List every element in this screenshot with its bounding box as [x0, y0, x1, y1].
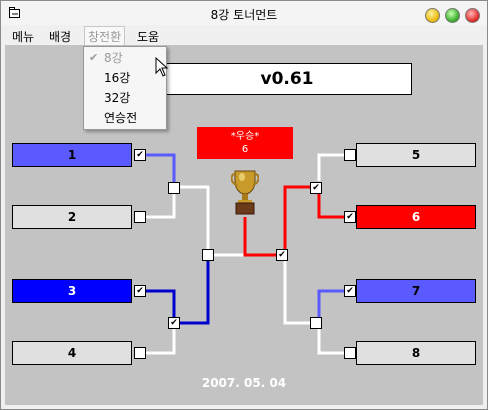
line-p3	[146, 289, 176, 322]
player-slot-6[interactable]: 6	[356, 205, 476, 229]
maximize-button[interactable]	[445, 8, 460, 23]
line-p4	[146, 328, 176, 355]
menu-background[interactable]: 배경	[49, 30, 72, 44]
line-semi-left-bottom	[180, 260, 210, 325]
dropdown-item-streak[interactable]: 연승전	[104, 111, 138, 125]
player-slot-1[interactable]: 1	[12, 143, 132, 167]
tournament-board: v0.61 *우승* 6	[5, 45, 483, 405]
minimize-button[interactable]	[425, 8, 440, 23]
line-semi-right-bottom	[283, 260, 310, 325]
checkbox-final-left[interactable]	[202, 249, 214, 261]
line-p6	[317, 193, 350, 219]
menu-bar: 메뉴 배경 창전환 도움	[1, 25, 487, 47]
line-p5	[317, 153, 350, 181]
player-slot-3[interactable]: 3	[12, 279, 132, 303]
checkbox-semi-top-left[interactable]	[168, 182, 180, 194]
mouse-cursor-icon	[155, 57, 169, 77]
checkbox-p8[interactable]	[344, 347, 356, 359]
player-slot-2[interactable]: 2	[12, 205, 132, 229]
version-label: v0.61	[162, 63, 412, 95]
winner-value: 6	[241, 144, 249, 155]
bracket-lines	[146, 153, 350, 355]
winner-box: *우승* 6	[197, 127, 293, 159]
line-p8	[317, 329, 350, 355]
menu-main[interactable]: 메뉴	[12, 30, 35, 44]
checkbox-semi-bottom-right[interactable]	[310, 317, 322, 329]
line-p7	[317, 289, 350, 317]
app-icon	[9, 7, 20, 18]
checkbox-semi-bottom-left[interactable]: ✔	[168, 317, 180, 329]
dropdown-item-32[interactable]: 32강	[104, 91, 131, 105]
checkbox-p2[interactable]	[134, 211, 146, 223]
player-slot-4[interactable]: 4	[12, 341, 132, 365]
line-semi-right-top	[283, 185, 310, 250]
player-slot-8[interactable]: 8	[356, 341, 476, 365]
checkbox-p1[interactable]: ✔	[134, 149, 146, 161]
line-p1	[146, 153, 176, 187]
line-p2	[146, 193, 176, 219]
checkbox-p6[interactable]: ✔	[344, 211, 356, 223]
menu-switch-window[interactable]: 창전환	[84, 26, 126, 47]
date-label: 2007. 05. 04	[201, 376, 287, 390]
checkbox-final-right[interactable]: ✔	[276, 249, 288, 261]
trophy-icon	[231, 170, 259, 215]
menu-help[interactable]: 도움	[137, 30, 160, 44]
title-bar[interactable]: 8강 토너먼트	[1, 1, 487, 25]
checkbox-p5[interactable]	[344, 149, 356, 161]
switch-window-dropdown: ✔ 8강 16강 32강 연승전	[83, 46, 167, 130]
checkbox-p7[interactable]: ✔	[344, 285, 356, 297]
window-title: 8강 토너먼트	[210, 8, 278, 22]
close-button[interactable]	[465, 8, 480, 23]
player-slot-7[interactable]: 7	[356, 279, 476, 303]
line-semi-left-top	[180, 185, 210, 250]
checkbox-p3[interactable]: ✔	[134, 285, 146, 297]
line-final-right	[243, 217, 279, 257]
winner-label: *우승*	[230, 131, 260, 142]
dropdown-item-8[interactable]: ✔ 8강	[84, 48, 166, 68]
check-icon: ✔	[89, 51, 99, 64]
player-slot-5[interactable]: 5	[356, 143, 476, 167]
checkbox-p4[interactable]	[134, 347, 146, 359]
dropdown-item-16[interactable]: 16강	[104, 71, 131, 85]
checkbox-semi-top-right[interactable]: ✔	[310, 182, 322, 194]
